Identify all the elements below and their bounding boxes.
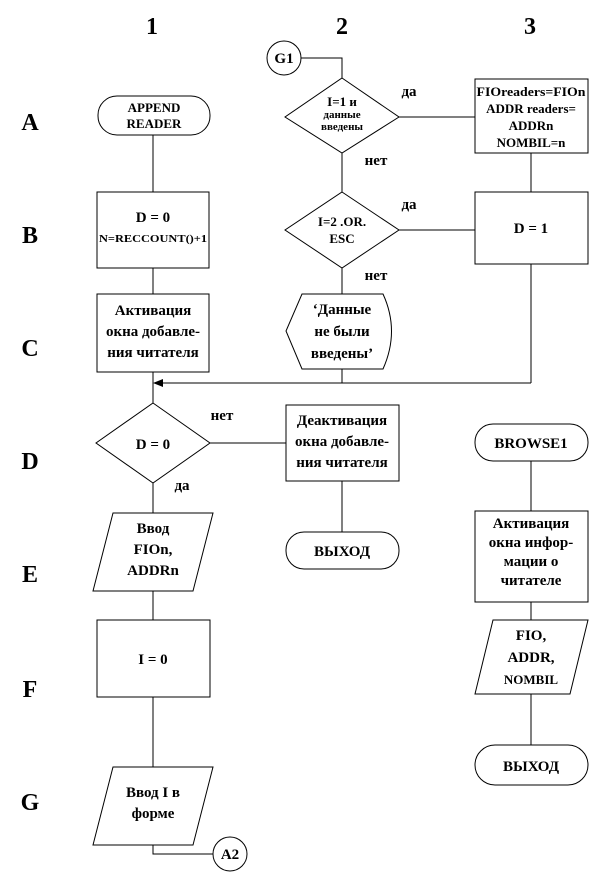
column-header-2: 2 [336,14,348,40]
svg-text:G1: G1 [274,51,293,67]
assign-reader-fields-process: FIOreaders=FIOn ADDR readers= ADDRn NOMB… [474,78,589,154]
append-reader-terminator: APPEND READER [97,95,211,136]
svg-text:A2: A2 [221,847,239,863]
svg-text:ESC: ESC [329,231,354,246]
svg-text:не были: не были [314,324,370,340]
exit-terminator-1: ВЫХОД [285,531,400,570]
svg-text:FIOreaders=FIOn: FIOreaders=FIOn [477,84,587,99]
svg-text:‘Данные: ‘Данные [313,302,372,318]
data-not-entered-display: ‘Данные не были введены’ [285,293,392,370]
svg-text:Ввод I в: Ввод I в [126,785,180,801]
svg-text:I=1 и: I=1 и [327,94,357,109]
row-header-b: B [22,223,38,249]
svg-text:ВЫХОД: ВЫХОД [314,544,371,560]
i-zero-process: I = 0 [96,619,211,698]
i1-data-entered-decision: I=1 и данные введены [284,77,400,154]
svg-text:ВЫХОД: ВЫХОД [503,759,560,775]
svg-text:ADDRn: ADDRn [127,563,179,579]
svg-text:ADDRn: ADDRn [509,118,555,133]
svg-text:введены’: введены’ [311,346,373,362]
label-no-d0: нет [211,408,234,424]
exit-terminator-2: ВЫХОД [474,744,589,786]
svg-text:I = 0: I = 0 [138,652,167,668]
svg-text:D = 1: D = 1 [514,221,548,237]
svg-text:BROWSE1: BROWSE1 [494,436,567,452]
svg-text:читателе: читателе [501,573,562,589]
svg-text:ния читателя: ния читателя [107,345,198,361]
label-yes-i1: да [401,84,417,100]
svg-text:данные: данные [323,109,360,121]
svg-text:введены: введены [321,121,363,133]
i2-or-esc-decision: I=2 .OR. ESC [284,191,400,269]
d-zero-decision: D = 0 [95,402,211,484]
label-no-i1: нет [365,153,388,169]
svg-text:форме: форме [132,806,175,822]
svg-text:окна добавле-: окна добавле- [295,434,389,450]
deactivate-add-window-process: Деактивация окна добавле- ния читателя [285,404,400,482]
output-fio-addr-nombil-io: FIO, ADDR, NOMBIL [474,619,589,695]
browse1-terminator: BROWSE1 [474,423,589,462]
connector-g1: G1 [266,40,302,76]
svg-text:NOMBIL: NOMBIL [504,672,559,687]
label-no-i2: нет [365,268,388,284]
svg-text:FIO,: FIO, [516,628,547,644]
svg-text:I=2 .OR.: I=2 .OR. [318,214,366,229]
activate-info-window-process: Активация окна инфор- мации о читателе [474,510,589,603]
svg-text:FIOn,: FIOn, [134,542,173,558]
svg-text:окна добавле-: окна добавле- [106,324,200,340]
svg-text:Ввод: Ввод [137,521,170,537]
svg-text:мации о: мации о [504,554,559,570]
svg-text:ADDR,: ADDR, [507,650,554,666]
row-header-c: C [21,336,38,362]
row-header-f: F [23,677,38,703]
svg-text:Активация: Активация [115,303,192,319]
label-yes-i2: да [401,197,417,213]
svg-text:D = 0: D = 0 [136,437,170,453]
d-zero-process: D = 0 N=RECCOUNT()+1 [96,191,210,269]
svg-text:NOMBIL=n: NOMBIL=n [497,135,567,150]
row-header-d: D [21,449,38,475]
input-fio-addr-io: Ввод FIOn, ADDRn [92,512,214,592]
svg-text:Деактивация: Деактивация [297,413,387,429]
svg-text:APPEND: APPEND [128,100,181,115]
column-header-1: 1 [146,14,158,40]
column-header-3: 3 [524,14,536,40]
activate-add-window-process: Активация окна добавле- ния читателя [96,293,210,373]
connector-lines [152,57,532,855]
svg-text:окна инфор-: окна инфор- [489,535,574,551]
row-header-e: E [22,562,38,588]
svg-text:D = 0: D = 0 [136,210,170,226]
label-yes-d0: да [174,478,190,494]
connector-a2: A2 [212,836,248,872]
input-i-io: Ввод I в форме [92,766,214,846]
row-header-g: G [21,790,40,816]
d-one-process: D = 1 [474,191,589,265]
row-header-a: A [21,110,39,136]
svg-text:ADDR readers=: ADDR readers= [486,101,576,116]
svg-text:N=RECCOUNT()+1: N=RECCOUNT()+1 [99,233,207,245]
svg-text:Активация: Активация [493,516,570,532]
svg-text:ния читателя: ния читателя [296,455,387,471]
svg-text:READER: READER [127,116,183,131]
